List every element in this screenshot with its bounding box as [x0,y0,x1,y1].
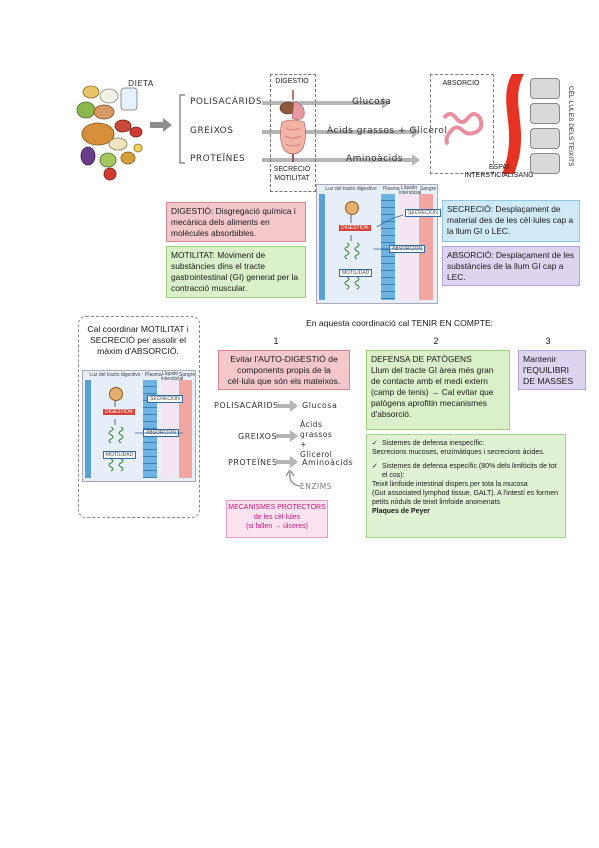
product-acids-grassos: Àcids grassos + Glicerol [327,126,448,136]
mid-nutrient-polisacarids: POLISACÀRIDS [214,401,279,410]
consideration-3-box: Mantenir l'EQUILIBRI DE MASSES [518,350,586,390]
tissue-cell [530,78,560,99]
epithelium-column [381,194,395,300]
consideration-2-title: DEFENSA DE PATÒGENS [371,354,472,364]
mecanismes-line-2: de les cèl·lules [253,513,301,521]
process-arrows-2 [108,401,183,472]
col-header-lumen: Luz del tracto digestivo [325,186,377,192]
defense-2-title-text: Sistemes de defensa específic (80% dels … [382,463,557,479]
nutrient-arrows [262,97,420,166]
coord-heading: En aquesta coordinació cal TENIR EN COMP… [306,318,494,328]
gi-tract-illustration [279,90,306,162]
mid-nutrient-proteines: PROTEÏNES [228,458,278,467]
consideration-1-box: Evitar l'AUTO-DIGESTIÓ de components pro… [218,350,350,390]
espai-label-1: ESPAI [488,164,510,171]
mid-product-glucosa: Glucosa [302,401,338,410]
espai-label-2: INTERSTICIAL/SANG [464,172,534,179]
tissue-cell [530,153,560,174]
def-secrecio: SECRECIÓ: Desplaçament de material des d… [442,200,580,242]
enzims-label: ENZIMS [300,482,332,491]
digestion-tag: DIGESTIÓN [339,225,371,231]
cel-lules-label: CÈL·LULES DELS TEIXITS [567,86,574,167]
col-header-plasma: Plasma [383,186,400,192]
cell-circle-2 [109,387,123,401]
motility-tag: MOTILIDAD [339,269,373,277]
consideration-1-number: 1 [273,336,279,346]
secretion-tag-2: SECRECIÓN [147,395,183,403]
motility-tag-2: MOTILIDAD [103,451,137,459]
def-absorcio: ABSORCIÓ: Desplaçament de les substàncie… [442,246,580,286]
coord-left-text: Cal coordinar MOTILITAT i SECRECIÓ per a… [87,324,189,356]
process-arrows [344,214,423,290]
consideration-2-number: 2 [433,336,439,346]
nutrient-greixos: GREIXOS [190,126,234,136]
col-header-plasma-2: Plasma [145,372,162,378]
col-header-liquid-2: Líquido intersticial [161,371,184,382]
consideration-2-box: DEFENSA DE PATÒGENS Llum del tracte GI à… [366,350,510,430]
col-header-lumen-2: Luz del tracto digestivo [89,372,141,378]
check-icon: ✓ [372,463,378,470]
defense-1-title-text: Sistemes de defensa inespecífic: [382,440,485,447]
defense-systems-box: ✓ Sistemes de defensa inespecífic: Secre… [366,434,566,538]
mecanismes-line-1: MECANISMES PROTECTORS [228,504,326,511]
consideration-2-body: Llum del tracte GI àrea més gran de cont… [371,365,494,419]
absorption-box [430,74,494,174]
secrecio-label: SECRECIÓ [273,166,311,173]
defense-2-body-a: Teixit limfoide intestinal dispers per t… [372,481,528,488]
defense-2-body-c: Plaques de Peyer [372,508,430,515]
col-header-sang-2: Sangre [179,372,196,378]
lumen-column-2 [85,380,91,478]
intestine-icon [442,112,484,146]
blood-column [419,194,433,300]
consideration-3-number: 3 [545,336,551,346]
def-digestio: DIGESTIÓ: Disgregació química i mecànica… [166,202,306,242]
nutrient-polisacarids: POLISACÀRIDS [190,97,263,107]
mecanismes-line-3: (si fallen → úlceres) [246,523,308,530]
process-diagram-2: Luz del tracto digestivo Plasma Líquido … [82,370,196,482]
mid-nutrient-greixos: GREIXOS [238,432,278,441]
product-glucosa: Glucosa [352,97,392,107]
absorcio-label: ABSORCIÓ [442,80,480,87]
defense-1-title: ✓ Sistemes de defensa inespecífic: [372,439,560,448]
nutrient-bracket [179,94,185,164]
digestion-tag-2: DIGESTIÓN [103,409,135,415]
lumen-column [319,194,325,300]
mid-product-acids: Àcids grassos + Glicerol [300,420,333,459]
product-aminoacids: Aminoàcids [346,154,404,164]
cell-circle [345,201,359,215]
tissue-cell [530,128,560,149]
motilitat-label: MOTILITAT [274,175,310,182]
digestion-box [270,74,316,192]
nutrient-proteines: PROTEÏNES [190,154,246,164]
defense-2-title: ✓ Sistemes de defensa específic (80% del… [372,462,560,480]
mid-product-aminoacids: Aminoàcids [302,458,354,467]
defense-1-body: Secrecions mucoses, enzimàtiques i secre… [372,449,545,456]
mid-nutrient-arrows [276,400,298,468]
process-diagram-1: Luz del tracto digestivo Plasma Líquido … [316,184,441,304]
dieta-label: DIETA [128,79,154,88]
def-motilitat: MOTILITAT: Moviment de substàncies dins … [166,246,306,298]
dieta-arrow-icon [150,118,172,132]
col-header-liquid: Líquido intersticial [399,185,422,196]
defense-2-body-b: (Gut associated lymphod tissue, GALT). A… [372,490,559,506]
digestio-label: DIGESTIÓ [275,78,309,85]
blood-column-2 [179,380,192,478]
enzims-arrow-icon [285,470,301,487]
food-illustration [76,85,143,181]
tissue-cell [530,103,560,124]
coord-left-panel [78,316,200,518]
blood-vessel-band [502,74,524,174]
mecanismes-box: MECANISMES PROTECTORS de les cèl·lules (… [226,500,328,538]
col-header-sang: Sangre [419,186,437,192]
tissue-cells [530,78,560,174]
check-icon: ✓ [372,440,378,447]
secretion-tag: SECRECIÓN [405,209,441,217]
